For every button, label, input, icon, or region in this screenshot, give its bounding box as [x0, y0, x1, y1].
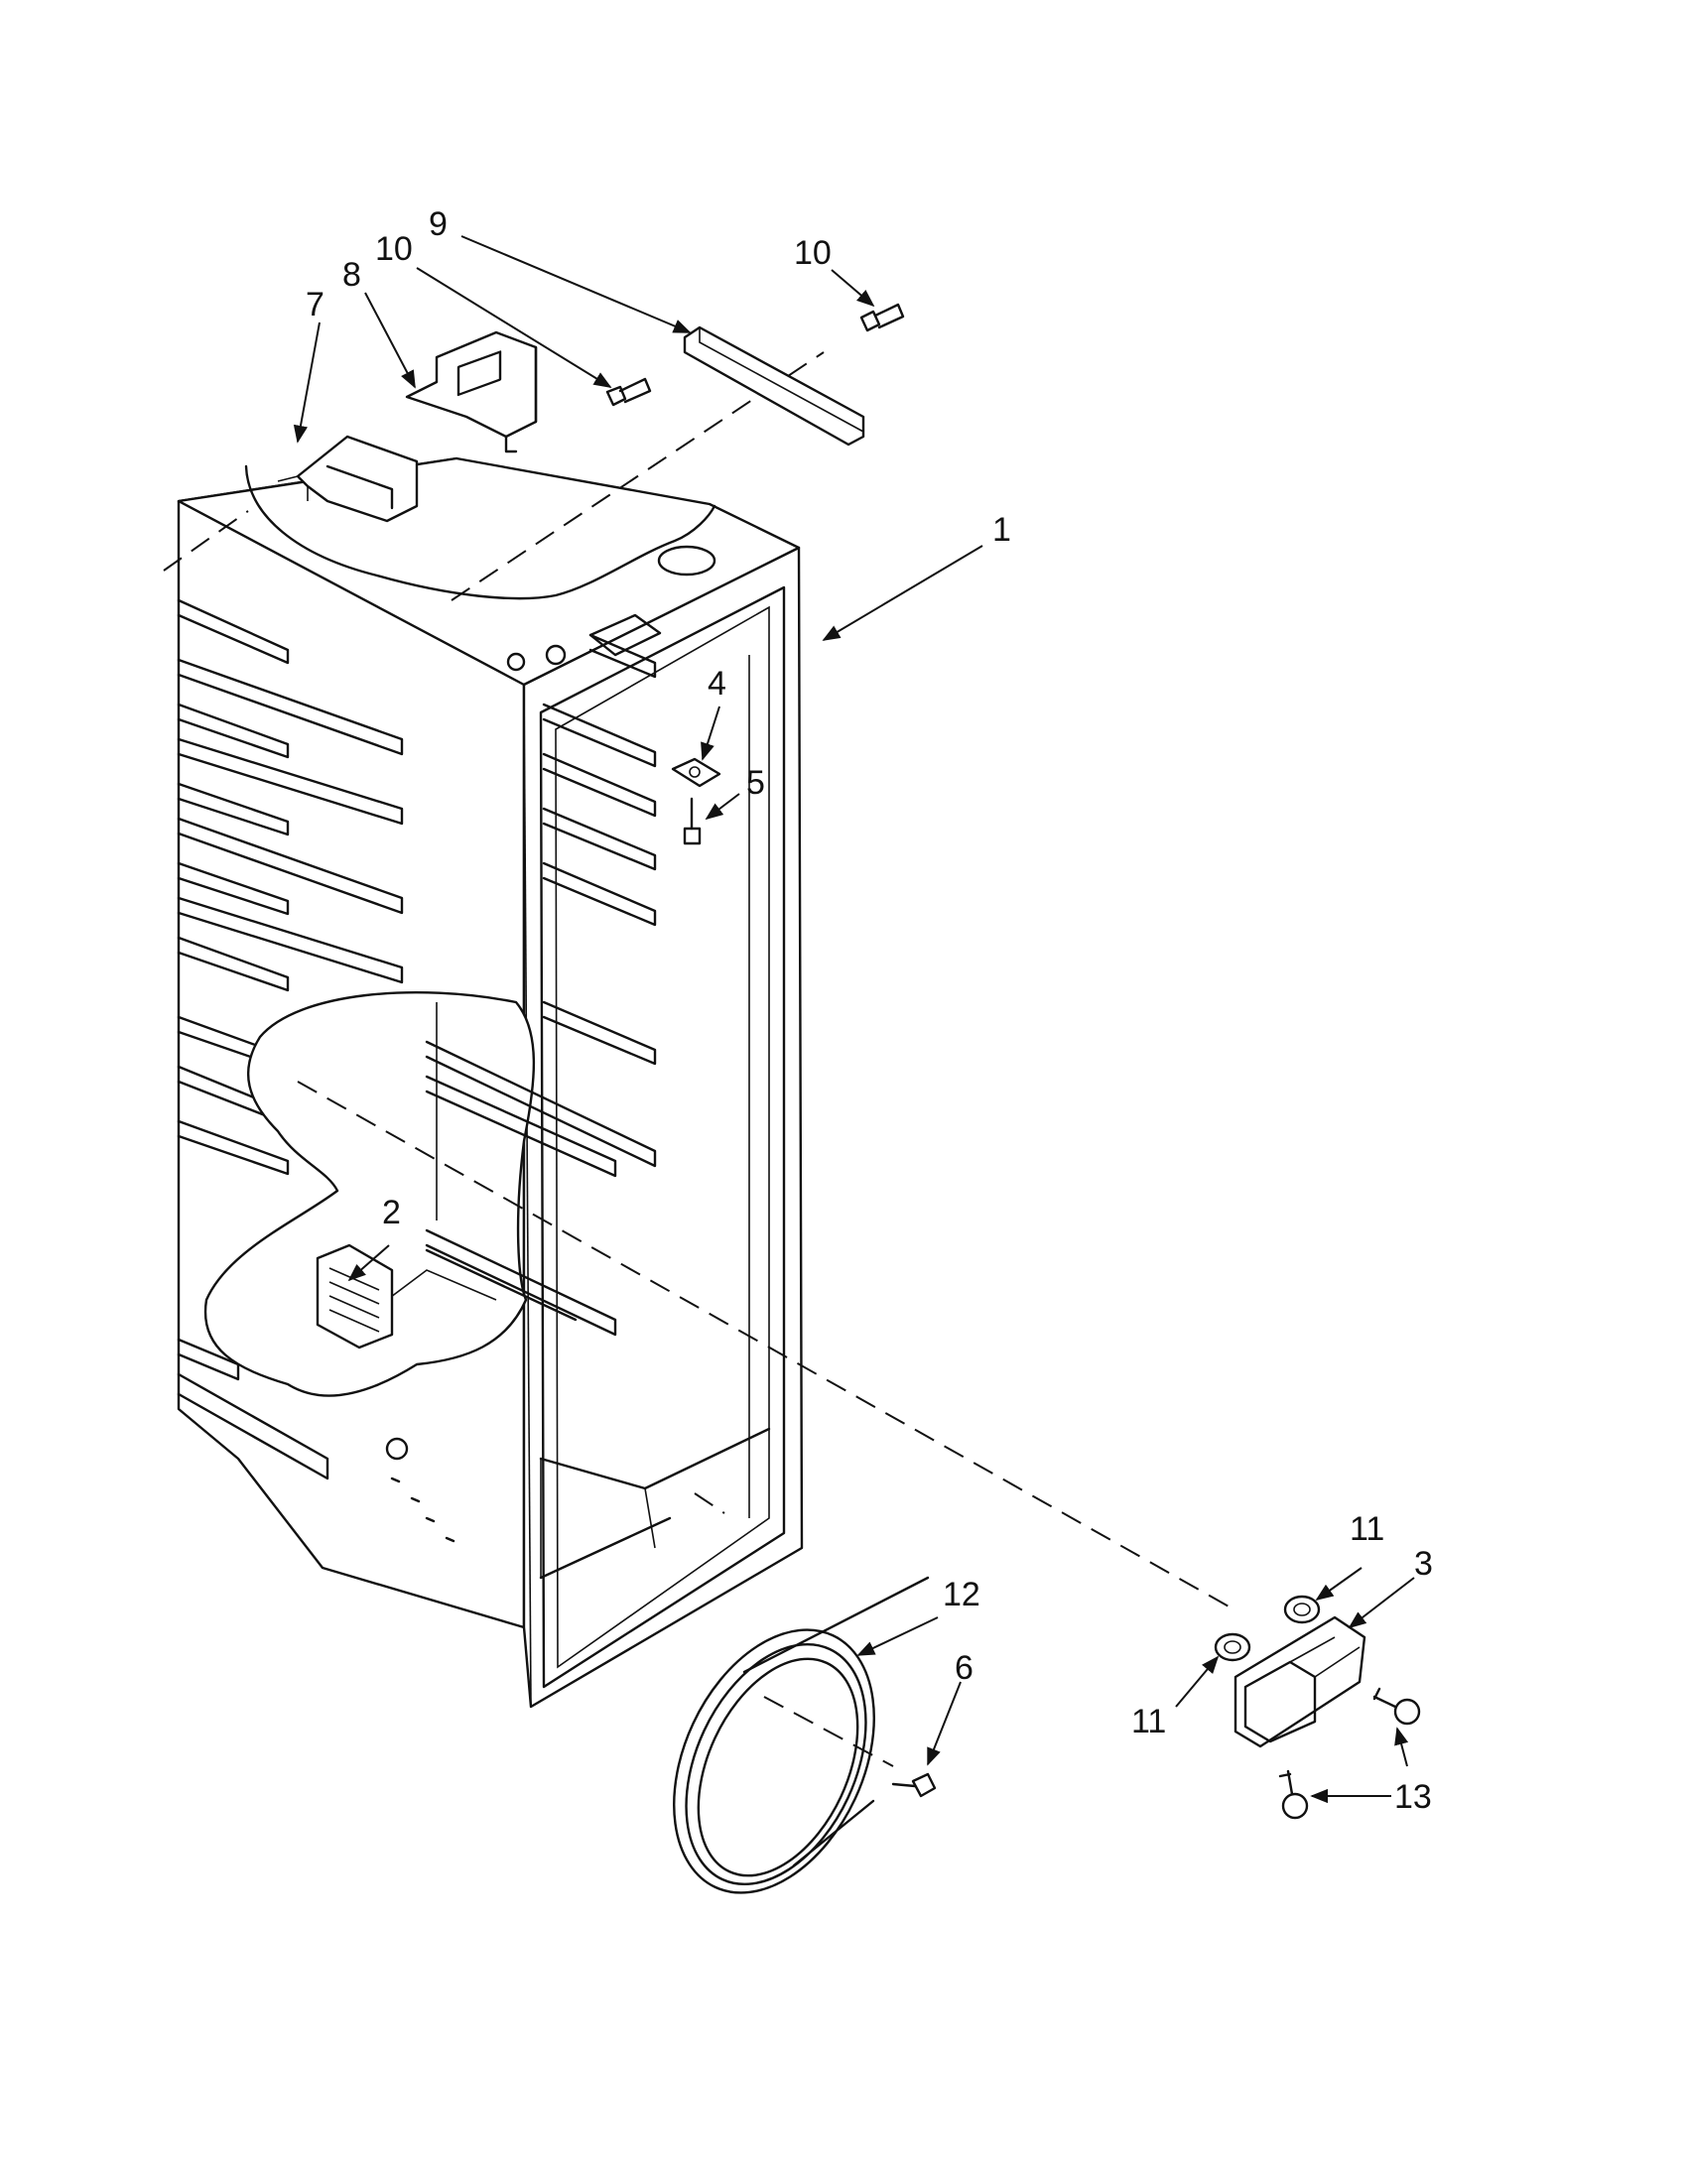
part-3-housing: [1234, 1615, 1366, 1748]
part-7-housing: [277, 435, 419, 523]
part-13-screw-upper: [1372, 1687, 1421, 1726]
callout-7: 7: [306, 286, 325, 323]
callout-9: 9: [429, 205, 448, 243]
part-9-strip: [683, 325, 865, 447]
callout-11a: 11: [1350, 1510, 1384, 1548]
liner-cabinet: [177, 456, 804, 1709]
part-8-bracket: [405, 330, 538, 453]
callout-12: 12: [943, 1576, 980, 1613]
part-13-screw-lower: [1278, 1769, 1309, 1820]
callout-labels: 1 2 3 4 5 6 7 8 9 10 10 11 11 12 13: [306, 205, 1433, 1816]
align-line-6: [763, 1696, 894, 1767]
part-6-screw: [891, 1772, 937, 1798]
part-11-cap-lower: [1214, 1632, 1251, 1662]
part-10-screw-left: [605, 377, 652, 407]
align-line-3: [297, 1081, 1232, 1608]
leader-lines: [293, 235, 1415, 1804]
part-5-screw: [683, 797, 702, 845]
part-11-cap-upper: [1283, 1595, 1321, 1624]
part-10-screw-right: [859, 303, 905, 332]
callout-10b: 10: [794, 234, 832, 272]
align-line-7: [163, 510, 249, 572]
callout-4: 4: [708, 665, 726, 703]
part-4-clip: [671, 757, 721, 788]
callout-1: 1: [992, 511, 1011, 549]
callout-3: 3: [1414, 1545, 1433, 1583]
callout-2: 2: [382, 1194, 401, 1231]
callout-10a: 10: [375, 230, 413, 268]
callout-8: 8: [342, 256, 361, 294]
callout-11b: 11: [1131, 1703, 1166, 1740]
callout-5: 5: [746, 764, 765, 802]
align-line-floor: [694, 1492, 725, 1514]
callout-13: 13: [1394, 1778, 1432, 1816]
callout-6: 6: [955, 1649, 974, 1687]
part-12-tubing: [673, 1576, 930, 1894]
